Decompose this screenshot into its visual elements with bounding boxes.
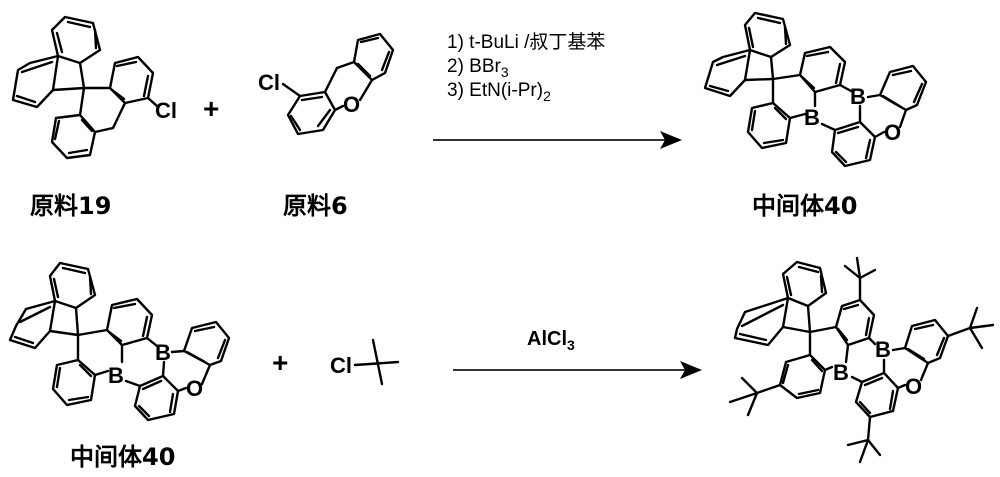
molecule-raw-material-19: Cl: [11, 15, 177, 160]
molecule-tert-butyl-chloride: Cl: [330, 338, 400, 386]
boron-atom-label: B: [850, 84, 866, 109]
molecule-intermediate-40-reactant: B B O: [8, 261, 231, 422]
oxygen-atom-label: O: [186, 376, 203, 401]
molecule-final-product: B B O: [728, 256, 995, 464]
label-raw-material-19: 原料19: [30, 192, 112, 220]
boron-atom-label: B: [875, 337, 891, 362]
label-raw-material-6: 原料6: [283, 192, 348, 220]
condition-step-1: 1) t-BuLi /叔丁基苯: [447, 32, 606, 53]
chlorine-atom-label: Cl: [258, 70, 280, 95]
boron-atom-label: B: [155, 340, 171, 365]
oxygen-atom-label: O: [884, 120, 901, 145]
reaction-arrow-2: [453, 361, 702, 379]
oxygen-atom-label: O: [905, 374, 922, 399]
molecule-intermediate-40: B B O: [703, 11, 928, 168]
plus-sign: +: [203, 93, 219, 124]
label-intermediate-40-product: 中间体40: [752, 192, 858, 220]
condition-alcl3: AlCl3: [527, 328, 575, 353]
boron-atom-label: B: [833, 360, 849, 385]
chlorine-atom-label: Cl: [330, 353, 352, 378]
oxygen-atom-label: O: [343, 92, 360, 117]
condition-step-3: 3) EtN(i-Pr)2: [447, 80, 551, 104]
label-intermediate-40-reactant: 中间体40: [70, 443, 176, 471]
reaction-arrow-1: [433, 131, 682, 149]
molecule-raw-material-6: Cl O: [258, 32, 395, 136]
condition-step-2: 2) BBr3: [447, 56, 509, 80]
boron-atom-label: B: [804, 105, 820, 130]
plus-sign: +: [272, 347, 288, 378]
chlorine-atom-label: Cl: [155, 98, 177, 123]
boron-atom-label: B: [108, 363, 124, 388]
